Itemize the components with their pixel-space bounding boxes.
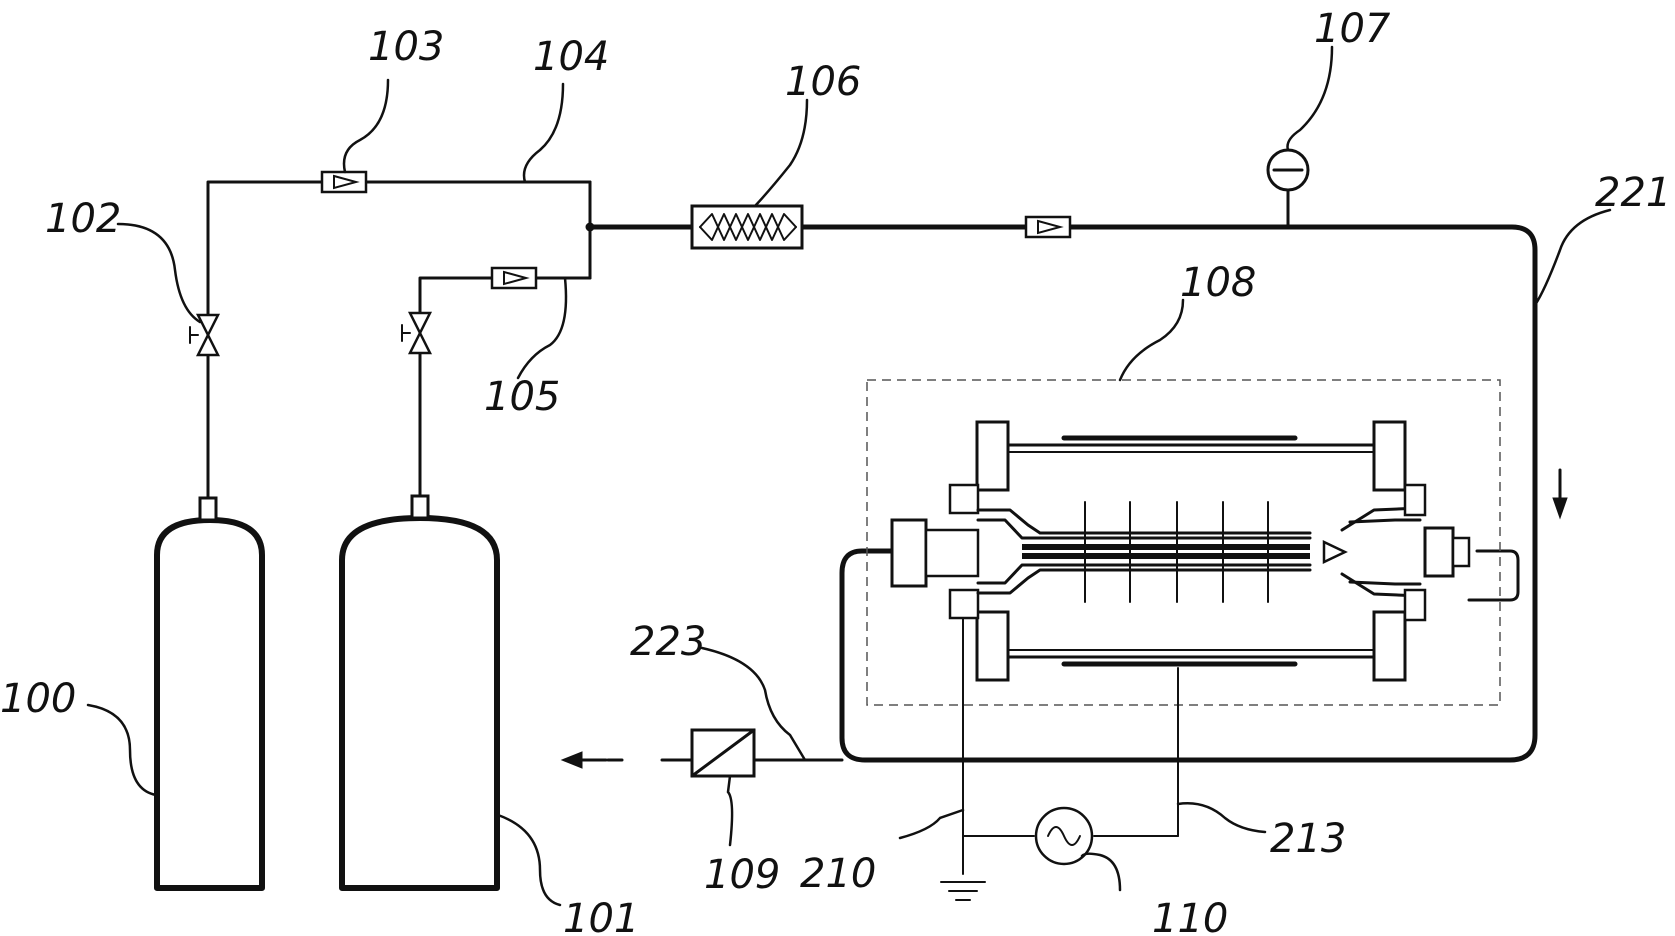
valve-101-line	[402, 313, 430, 353]
valve-102	[190, 315, 218, 355]
label-221: 221	[1595, 170, 1671, 216]
label-223: 223	[630, 619, 706, 665]
flow-controller-103	[322, 172, 366, 192]
gas-cylinder-101	[342, 496, 497, 888]
outlet-arrow-left	[562, 752, 606, 768]
reference-labels: 100 101 102 103 104 105 106 107 108 109 …	[0, 6, 1671, 936]
pressure-gauge-107	[1268, 150, 1308, 190]
gas-supply-piping	[208, 182, 1535, 760]
label-108: 108	[1180, 260, 1256, 306]
flow-arrow-down	[1553, 470, 1567, 518]
label-102: 102	[45, 196, 121, 242]
label-100: 100	[0, 676, 76, 722]
gas-cylinder-100	[157, 498, 262, 888]
label-105: 105	[484, 374, 560, 420]
label-104: 104	[533, 34, 609, 80]
label-103: 103	[368, 24, 444, 70]
label-210: 210	[800, 851, 876, 897]
label-107: 107	[1314, 6, 1391, 52]
filter-109	[692, 730, 754, 776]
label-213: 213	[1270, 816, 1346, 862]
plasma-reactor	[892, 422, 1469, 680]
label-109: 109	[704, 852, 780, 898]
heat-exchanger-106	[692, 206, 802, 248]
flow-controller-105	[492, 268, 536, 288]
label-110: 110	[1152, 896, 1228, 936]
label-106: 106	[785, 59, 861, 105]
ground-icon	[941, 882, 985, 900]
flow-controller-main	[1026, 217, 1070, 237]
label-101: 101	[563, 896, 639, 936]
